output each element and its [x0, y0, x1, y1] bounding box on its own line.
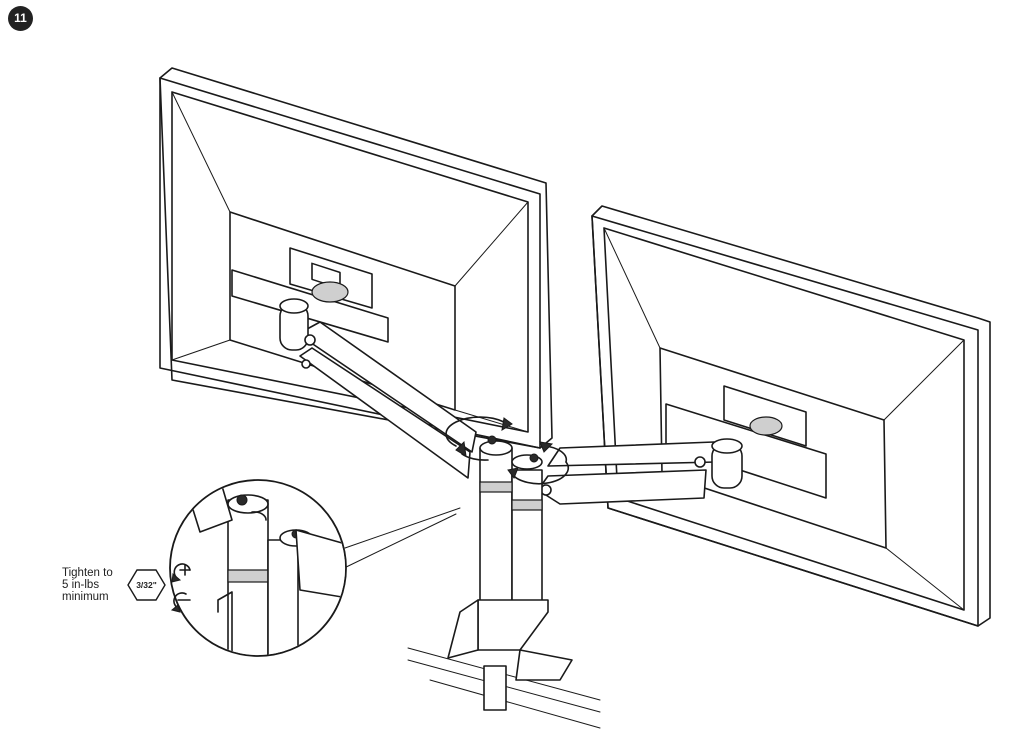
torque-line-3: minimum — [62, 591, 109, 603]
callout-leader — [339, 507, 461, 571]
minus-rotate-icon — [170, 592, 191, 613]
torque-line-1: Tighten to — [62, 567, 113, 579]
rotation-arrow-left-hub — [445, 416, 513, 461]
step-number-badge: 11 — [8, 6, 33, 31]
desk-clamp — [447, 599, 573, 711]
zoom-detail-circle — [169, 479, 347, 657]
step-number: 11 — [14, 11, 27, 25]
torque-instruction: Tighten to 5 in-lbs minimum — [62, 567, 132, 603]
hex-key-size-label: 3/32" — [136, 580, 157, 590]
center-pole — [479, 435, 543, 603]
plus-rotate-icon — [171, 563, 191, 583]
left-monitor — [159, 67, 553, 449]
torque-line-2: 5 in-lbs — [62, 579, 100, 591]
left-arm — [279, 298, 477, 479]
right-monitor — [591, 205, 991, 627]
hex-key-size-badge: 3/32" — [127, 569, 166, 601]
right-arm — [537, 438, 743, 505]
rotation-arrow-right-hub — [507, 441, 569, 485]
